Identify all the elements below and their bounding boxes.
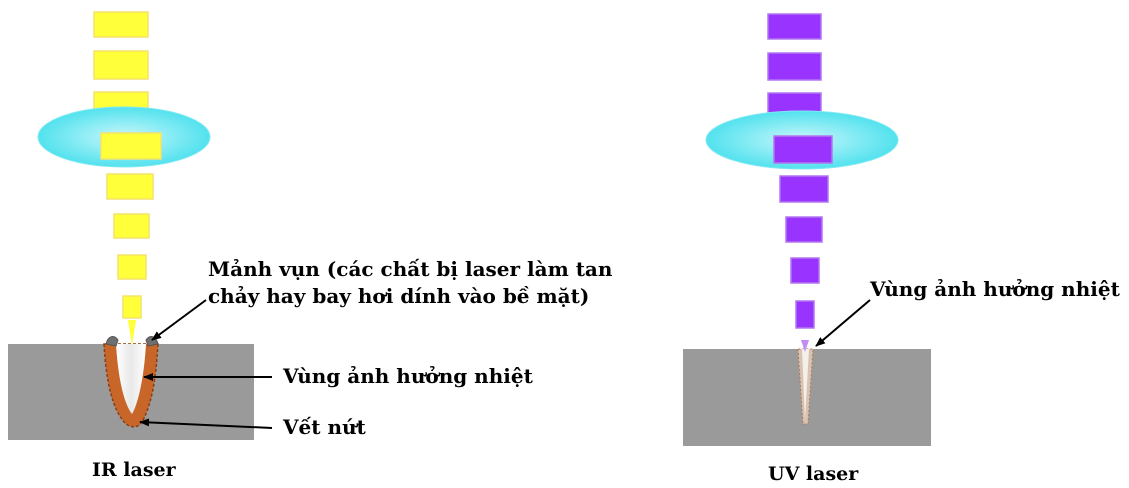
laser-beam-icon xyxy=(790,257,820,284)
ir-panel: Mảnh vụn (các chất bị laser làm tan chảy… xyxy=(8,11,613,481)
ir-debris-label-line1: Mảnh vụn (các chất bị laser làm tan xyxy=(208,257,613,281)
laser-beam-icon xyxy=(785,216,823,243)
laser-beam-icon xyxy=(100,132,162,160)
debris-left xyxy=(105,336,119,347)
ir-beam-lower xyxy=(100,132,162,319)
ir-beam xyxy=(93,11,149,121)
laser-beam-icon xyxy=(106,173,154,200)
ir-heat-zone-label: Vùng ảnh hưởng nhiệt xyxy=(282,364,534,388)
arrow-icon xyxy=(139,418,273,429)
laser-beam-icon xyxy=(93,11,149,38)
laser-beam-icon xyxy=(767,13,822,40)
uv-beam-lower xyxy=(773,135,833,329)
laser-beam-icon xyxy=(767,52,822,81)
uv-crater xyxy=(797,340,814,425)
crater-cavity xyxy=(802,349,809,420)
arrow-icon xyxy=(815,299,871,347)
laser-tip xyxy=(801,340,809,352)
uv-heat-zone-label: Vùng ảnh hưởng nhiệt xyxy=(869,277,1121,301)
ir-caption: IR laser xyxy=(92,459,177,481)
laser-beam-icon xyxy=(779,175,829,203)
uv-caption: UV laser xyxy=(768,463,859,485)
laser-beam-icon xyxy=(122,295,142,319)
crater-cavity xyxy=(116,344,146,414)
laser-beam-icon xyxy=(93,50,149,80)
uv-panel: Vùng ảnh hưởng nhiệt UV laser xyxy=(683,13,1121,485)
arrow-icon xyxy=(151,299,207,341)
uv-beam xyxy=(767,13,822,122)
ir-crack-label: Vết nứt xyxy=(282,415,367,439)
laser-beam-icon xyxy=(795,300,815,329)
laser-tip xyxy=(128,320,136,346)
laser-beam-icon xyxy=(773,135,833,164)
laser-beam-icon xyxy=(117,254,147,280)
laser-beam-icon xyxy=(113,213,150,239)
ir-debris-label-line2: chảy hay bay hơi dính vào bề mặt) xyxy=(208,284,589,308)
